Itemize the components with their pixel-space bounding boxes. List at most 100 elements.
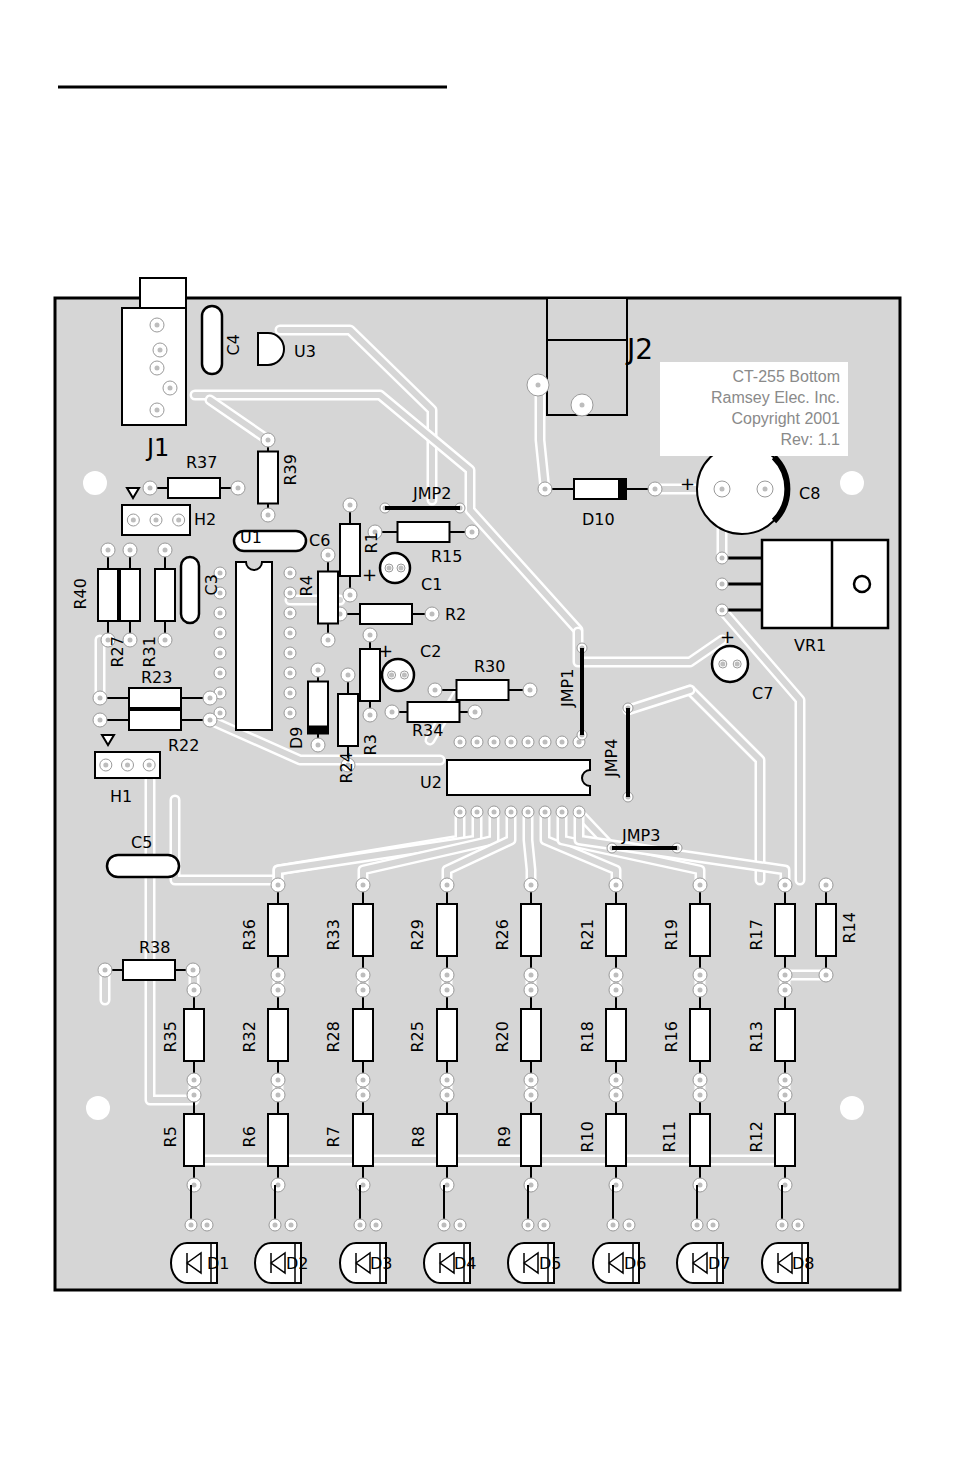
part-label: D5: [538, 1255, 563, 1273]
component-group: [83, 278, 888, 1283]
pad-hole: [266, 513, 271, 518]
solder-pad: [571, 394, 593, 416]
part-label: R12: [748, 1120, 766, 1153]
led-diode-mark: [187, 1253, 201, 1273]
solder-pad: [203, 691, 217, 705]
solder-pad: [792, 1219, 804, 1231]
part-label: R26: [494, 918, 512, 951]
pad-hole: [529, 1078, 534, 1083]
solder-pad: [214, 647, 226, 659]
pad-hole: [276, 1078, 281, 1083]
pad-hole: [346, 673, 351, 678]
solder-pad: [425, 607, 439, 621]
part-label: C7: [751, 685, 774, 703]
resistor-symbol: [98, 569, 118, 621]
pad-hole: [316, 668, 321, 673]
pad-hole: [276, 1093, 281, 1098]
part-label: D6: [623, 1255, 648, 1273]
solder-pad: [284, 707, 296, 719]
resistor-symbol: [690, 1114, 710, 1166]
resistor-symbol: [690, 904, 710, 956]
pad-hole: [526, 810, 531, 815]
pad-hole: [147, 763, 152, 768]
pad-hole: [154, 518, 159, 523]
pad-hole: [348, 593, 353, 598]
pad-hole: [236, 486, 241, 491]
pad-hole: [163, 638, 168, 643]
solder-pad: [187, 1073, 201, 1087]
copper-trace: [210, 400, 268, 440]
pad-hole: [492, 810, 497, 815]
mounting-hole: [83, 471, 107, 495]
pad-hole: [430, 612, 435, 617]
pad-hole: [458, 1223, 463, 1228]
solder-pad: [778, 1178, 792, 1192]
pad-hole: [543, 740, 548, 745]
pad-hole: [783, 1078, 788, 1083]
trace-edge: [690, 690, 760, 880]
part-label: R2: [444, 606, 467, 624]
solder-pad: [524, 968, 538, 982]
pad-hole: [445, 883, 450, 888]
resistor-symbol: [360, 604, 412, 624]
solder-pad: [356, 983, 370, 997]
solder-pad: [271, 1178, 285, 1192]
jumper-wire: [612, 846, 677, 850]
part-label: U3: [293, 343, 317, 361]
pin-header: [95, 752, 160, 778]
pin1-marker: [127, 488, 139, 498]
pad-hole: [128, 638, 133, 643]
pad-hole: [528, 688, 533, 693]
polarity-mark: +: [377, 641, 394, 661]
copper-trace: [628, 690, 690, 710]
solder-pad: [185, 1219, 197, 1231]
pad-hole: [399, 566, 404, 571]
resistor-symbol: [816, 904, 836, 956]
pad-hole: [266, 438, 271, 443]
resistor-symbol: [184, 1009, 204, 1061]
resistor-symbol: [437, 904, 457, 956]
solder-pad: [150, 403, 164, 417]
led-diode-mark: [271, 1253, 285, 1273]
pad-hole: [711, 1223, 716, 1228]
pad-hole: [374, 1223, 379, 1228]
part-label: R1: [363, 531, 381, 554]
resistor-symbol: [184, 1114, 204, 1166]
solder-pad: [343, 498, 357, 512]
solder-pad: [556, 806, 568, 818]
solder-pad: [158, 633, 172, 647]
polarity-band: [774, 457, 787, 521]
pad-hole: [103, 968, 108, 973]
resistor-symbol: [120, 569, 140, 621]
pad-hole: [543, 487, 548, 492]
part-label: D10: [581, 511, 616, 529]
solder-pad: [153, 343, 167, 357]
part-label: R8: [410, 1125, 428, 1148]
resistor-symbol: [398, 522, 450, 542]
pad-hole: [720, 487, 725, 492]
ceramic-capacitor: [181, 557, 199, 623]
resistor-symbol: [268, 1114, 288, 1166]
pad-hole: [155, 323, 160, 328]
resistor-symbol: [606, 904, 626, 956]
solder-pad: [527, 374, 549, 396]
pad-hole: [698, 1093, 703, 1098]
part-label: D1: [206, 1255, 231, 1273]
pad-hole: [176, 518, 181, 523]
part-label: C3: [203, 573, 221, 596]
part-label: R20: [494, 1020, 512, 1053]
pad-hole: [316, 743, 321, 748]
pad-hole: [273, 1223, 278, 1228]
pad-hole: [614, 1078, 619, 1083]
pad-hole: [614, 1183, 619, 1188]
solder-pad: [311, 738, 325, 752]
solder-pad: [538, 482, 552, 496]
board-outline: [55, 298, 900, 1290]
diode-symbol: [574, 479, 626, 499]
solder-pad: [609, 878, 623, 892]
mounting-hole: [840, 1096, 864, 1120]
regulator-hole: [854, 576, 870, 592]
solder-pad: [428, 683, 442, 697]
part-label: R10: [579, 1120, 597, 1153]
pad-hole: [348, 503, 353, 508]
